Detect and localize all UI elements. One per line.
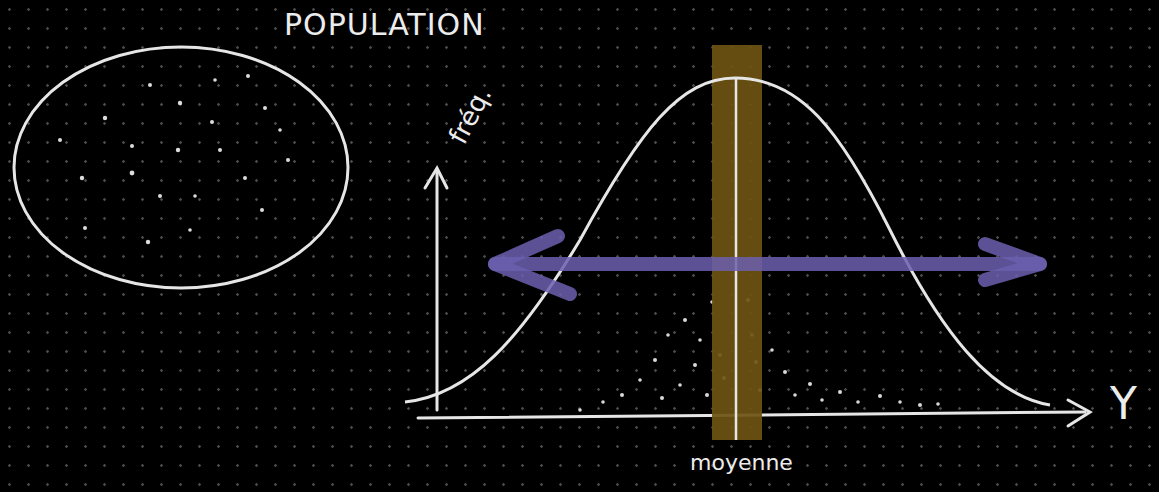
mean-label: moyenne <box>690 450 793 475</box>
label-holder: Y <box>1110 378 1137 429</box>
axis-label: fréq. <box>443 81 498 148</box>
population-heading: POPULATION <box>284 7 485 42</box>
spread-arrow <box>495 236 1040 294</box>
ellipse-shape <box>14 47 348 288</box>
label-holder: moyenne <box>690 450 793 475</box>
label-holder: fréq. <box>440 100 500 130</box>
axis-label: Y <box>1110 378 1137 429</box>
ellipse-outline <box>12 45 350 290</box>
bell-curve <box>405 78 1050 405</box>
mean-band <box>712 45 762 440</box>
population-dots <box>58 74 290 244</box>
population-ellipse: POPULATION <box>12 45 350 290</box>
